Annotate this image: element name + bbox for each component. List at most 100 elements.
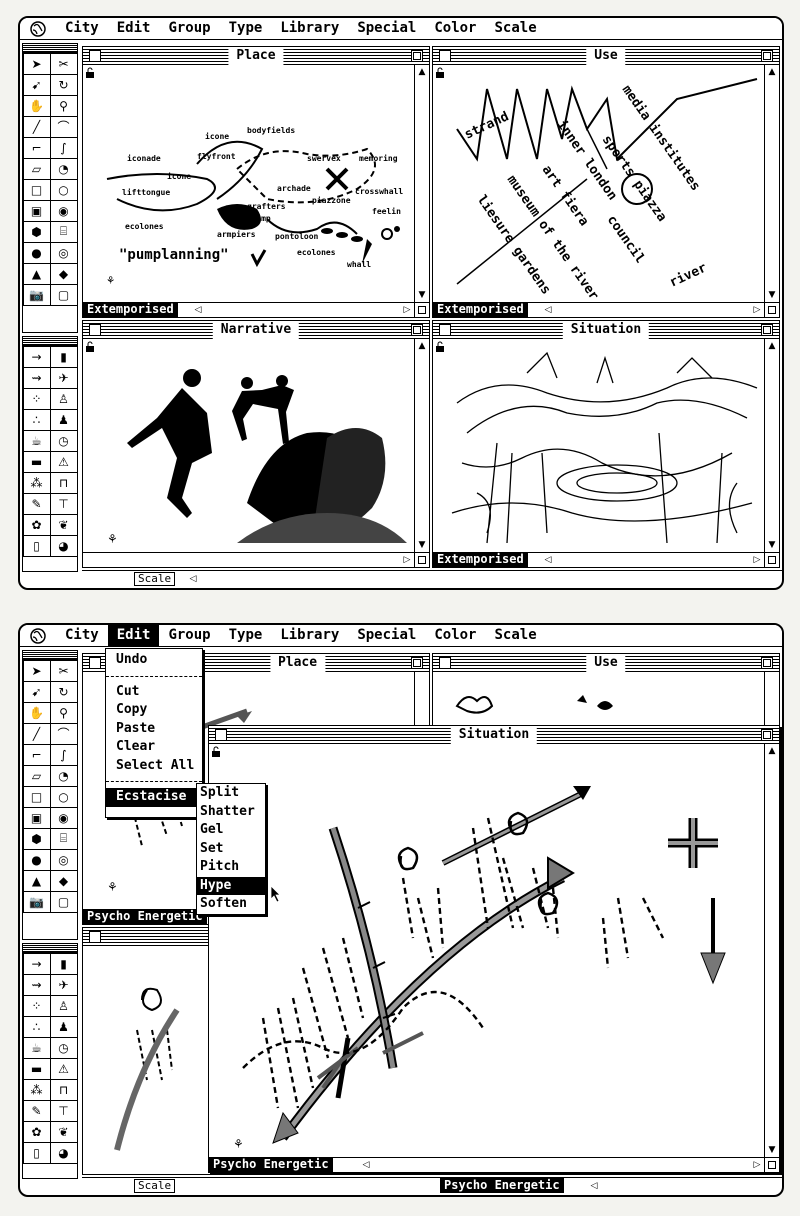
hand-icon[interactable]: ✋ <box>22 701 51 724</box>
bench-icon[interactable]: ⊓ <box>49 471 78 494</box>
submenu-item-split[interactable]: Split <box>200 785 240 800</box>
rectangle-tool-icon[interactable]: □ <box>22 785 51 808</box>
polygon-tool-icon[interactable]: ▱ <box>22 764 51 787</box>
zoom-box[interactable] <box>761 657 773 669</box>
person-icon[interactable]: ♟ <box>49 1015 78 1038</box>
close-box[interactable] <box>215 729 227 741</box>
menu-item-clear[interactable]: Clear <box>116 739 156 754</box>
sphere-icon[interactable]: ● <box>22 848 51 871</box>
menu-type[interactable]: Type <box>228 627 263 643</box>
menu-item-paste[interactable]: Paste <box>116 720 156 736</box>
title-bar[interactable]: Use <box>433 654 779 672</box>
filled-rect-icon[interactable]: ▣ <box>22 199 51 222</box>
freeform-tool-icon[interactable]: ⌐ <box>22 743 51 766</box>
double-arrow-tool-icon[interactable]: ➹ <box>22 680 51 703</box>
window-situation-front[interactable]: Situation <box>208 725 780 1173</box>
person-icon[interactable]: ♟ <box>49 408 78 431</box>
dots-icon[interactable]: ⁘ <box>22 994 51 1017</box>
title-bar[interactable]: Place <box>83 47 429 65</box>
menu-item-cut[interactable]: Cut <box>116 683 140 699</box>
scale-button[interactable]: Scale <box>134 572 176 586</box>
zigzag-arrow-icon[interactable]: ⇝ <box>22 366 51 389</box>
lock-icon[interactable] <box>435 341 445 353</box>
filled-oval-icon[interactable]: ◉ <box>49 806 78 829</box>
arc-tool-icon[interactable]: ⌒ <box>49 722 78 745</box>
arc-tool-icon[interactable]: ⌒ <box>49 115 78 138</box>
menu-item-select-all[interactable]: Select All <box>116 757 195 773</box>
filled-rect-icon[interactable]: ▣ <box>22 806 51 829</box>
zoom-box[interactable] <box>761 50 773 62</box>
close-box[interactable] <box>89 50 101 62</box>
close-box[interactable] <box>89 657 101 669</box>
zigzag-arrow-icon[interactable]: ⇝ <box>22 973 51 996</box>
title-bar[interactable]: Narrative <box>83 321 429 339</box>
menu-city[interactable]: City <box>65 20 99 36</box>
window-place[interactable]: Place icone bodyfields iconade flyfront … <box>82 46 430 318</box>
close-box[interactable] <box>89 324 101 336</box>
clock-icon[interactable]: ◷ <box>49 1036 78 1059</box>
crowd-icon[interactable]: ⁂ <box>22 1078 51 1101</box>
bird-icon[interactable]: ✎ <box>22 1099 51 1122</box>
bin-icon[interactable]: ▯ <box>22 534 51 557</box>
butterfly-icon[interactable]: ❦ <box>49 513 78 536</box>
arrow-right-icon[interactable]: → <box>22 952 51 975</box>
menu-type[interactable]: Type <box>228 20 263 36</box>
arrow-tool-icon[interactable]: ➤ <box>22 52 51 75</box>
oval-tool-icon[interactable]: ○ <box>49 178 78 201</box>
flower-icon[interactable]: ✿ <box>22 513 51 536</box>
warning-icon[interactable]: ⚠ <box>49 450 78 473</box>
double-arrow-tool-icon[interactable]: ➹ <box>22 73 51 96</box>
submenu-item-gel[interactable]: Gel <box>200 822 224 837</box>
scissors-icon[interactable]: ✂ <box>49 659 78 682</box>
zoom-box[interactable] <box>411 657 423 669</box>
submenu-item-hype[interactable]: Hype <box>197 876 265 895</box>
close-box[interactable] <box>439 50 451 62</box>
crowd-icon[interactable]: ⁂ <box>22 471 51 494</box>
tv-icon[interactable]: ▢ <box>49 890 78 913</box>
lock-icon[interactable] <box>211 746 221 758</box>
oval-tool-icon[interactable]: ○ <box>49 785 78 808</box>
freeform-tool-icon[interactable]: ⌐ <box>22 136 51 159</box>
close-box[interactable] <box>89 931 101 943</box>
cone-icon[interactable]: ▲ <box>22 262 51 285</box>
polygon-tool-icon[interactable]: ▱ <box>22 157 51 180</box>
warning-icon[interactable]: ⚠ <box>49 1057 78 1080</box>
magnifier-icon[interactable]: ⚲ <box>49 94 78 117</box>
cube-icon[interactable]: ⬢ <box>22 827 51 850</box>
curve-tool-icon[interactable]: ∫ <box>49 743 78 766</box>
arrow-right-icon[interactable]: → <box>22 345 51 368</box>
grow-box[interactable] <box>764 552 779 567</box>
clock-icon[interactable]: ◷ <box>49 429 78 452</box>
window-use[interactable]: Use strand inner london art fiera media … <box>432 46 780 318</box>
cup-icon[interactable]: ☕ <box>22 1036 51 1059</box>
line-tool-icon[interactable]: ╱ <box>22 722 51 745</box>
lock-icon[interactable] <box>85 341 95 353</box>
rotate-icon[interactable]: ↻ <box>49 73 78 96</box>
bird-icon[interactable]: ✎ <box>22 492 51 515</box>
window-situation[interactable]: Situation ▲▼ Extemporised◁▷ <box>432 320 780 568</box>
camera-icon[interactable]: 📷 <box>22 890 51 913</box>
submenu-item-set[interactable]: Set <box>200 840 224 856</box>
menu-edit[interactable]: Edit <box>107 625 160 646</box>
menu-library[interactable]: Library <box>280 20 340 36</box>
pie-tool-icon[interactable]: ◔ <box>49 764 78 787</box>
scatter-icon[interactable]: ∴ <box>22 408 51 431</box>
submenu-item-shatter[interactable]: Shatter <box>200 803 255 819</box>
title-bar[interactable]: Situation <box>209 726 779 744</box>
airplane-icon[interactable]: ✈ <box>49 366 78 389</box>
title-bar[interactable]: Use <box>433 47 779 65</box>
close-box[interactable] <box>439 324 451 336</box>
grow-box[interactable] <box>764 302 779 317</box>
walker-icon[interactable]: ♙ <box>49 994 78 1017</box>
cube-icon[interactable]: ⬢ <box>22 220 51 243</box>
globe-icon[interactable] <box>28 19 48 39</box>
car-icon[interactable]: ▬ <box>22 1057 51 1080</box>
close-box[interactable] <box>439 657 451 669</box>
menu-city[interactable]: City <box>65 627 99 643</box>
cylinder-icon[interactable]: ⌸ <box>49 220 78 243</box>
grow-box[interactable] <box>414 302 429 317</box>
signpost-icon[interactable]: ⊤ <box>49 1099 78 1122</box>
scale-button[interactable]: Scale <box>134 1179 176 1193</box>
ball-icon[interactable]: ◕ <box>49 1141 78 1164</box>
scroll-left-icon[interactable]: ◁ <box>587 1179 601 1193</box>
